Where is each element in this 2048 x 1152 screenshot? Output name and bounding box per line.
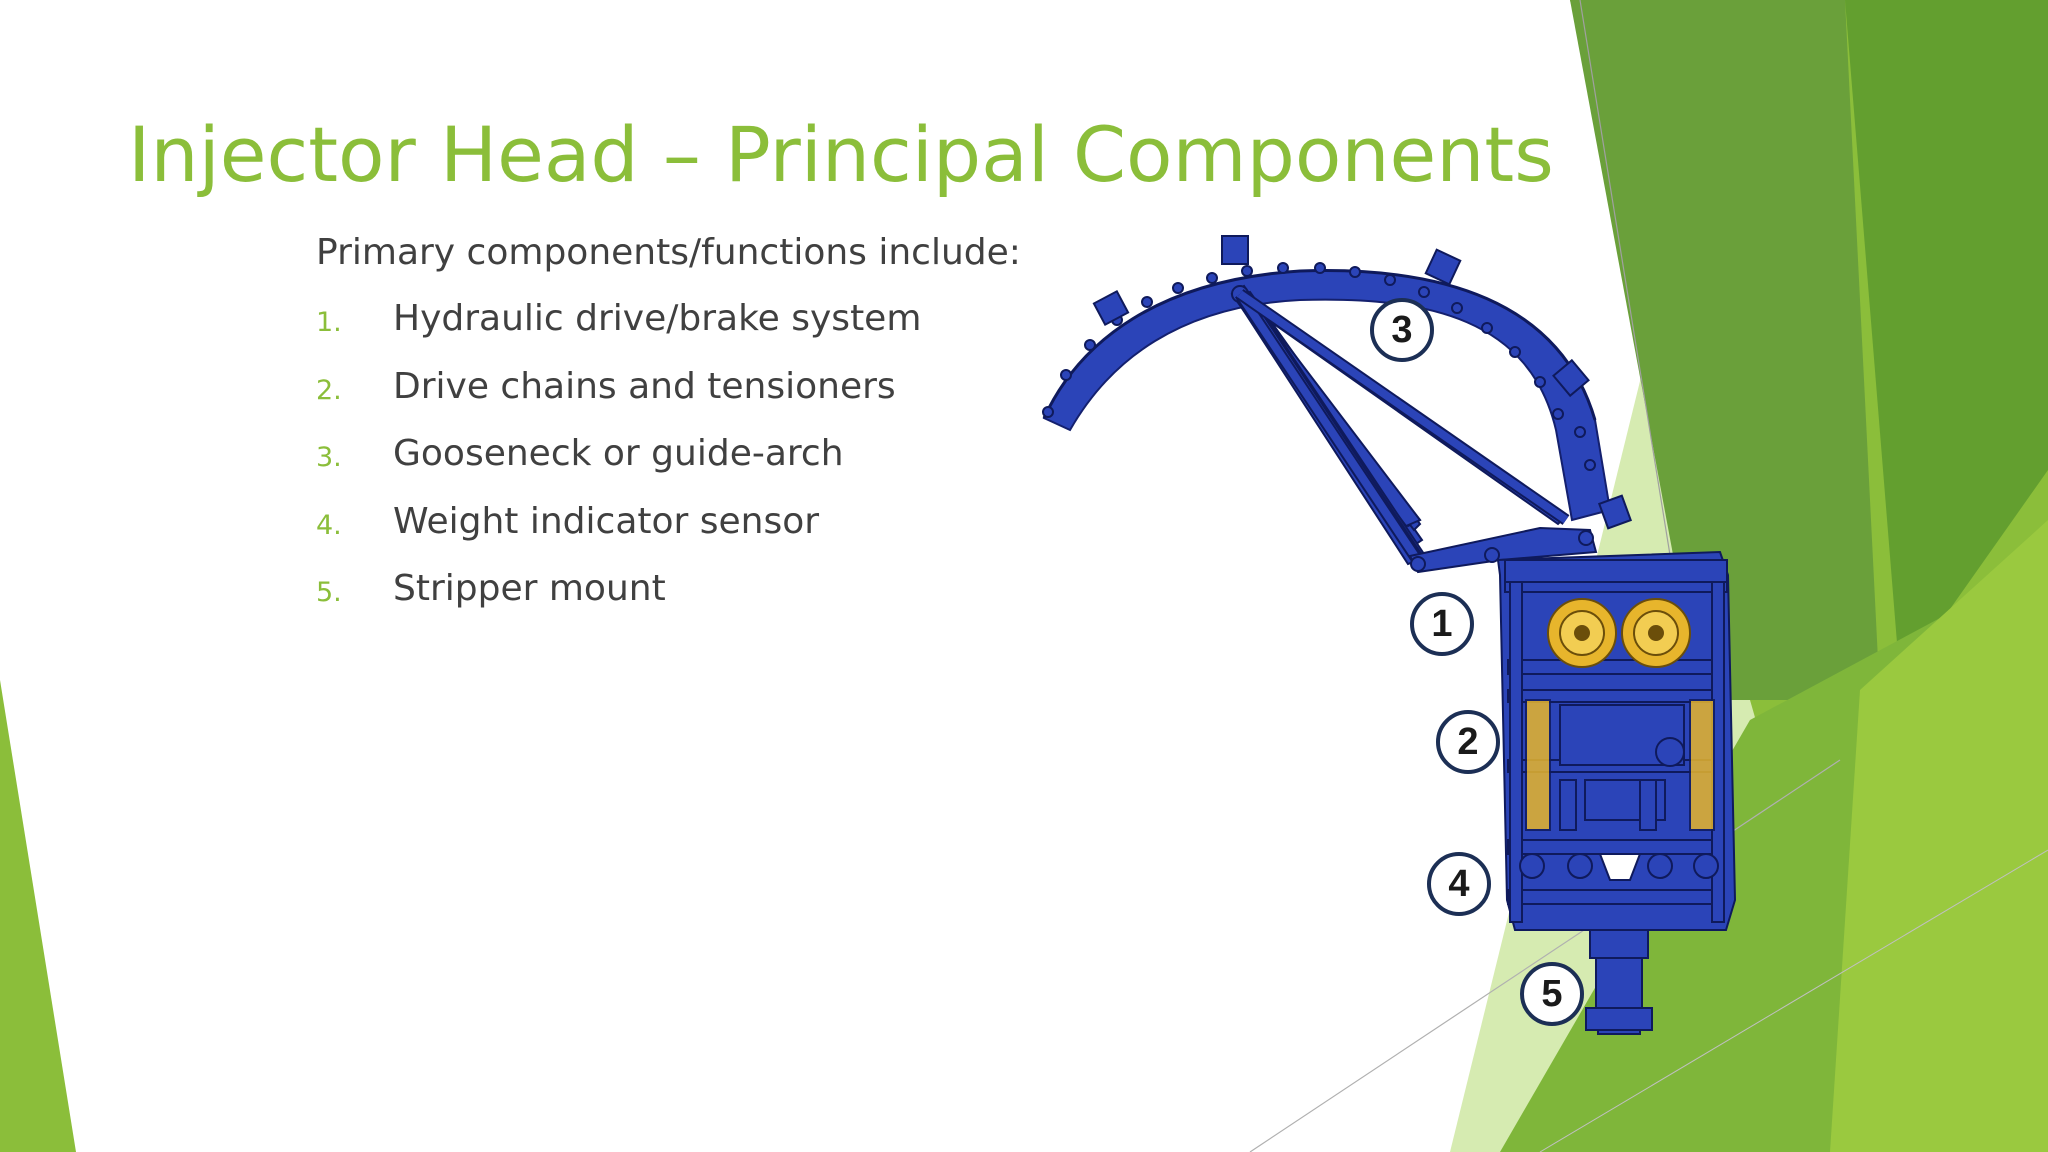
list-number: 2. bbox=[316, 374, 342, 406]
arch-brackets bbox=[1092, 235, 1633, 530]
list-label: Hydraulic drive/brake system bbox=[393, 298, 922, 339]
weight-indicator bbox=[1519, 853, 1719, 881]
list-number: 3. bbox=[316, 442, 342, 473]
chain-tensioners bbox=[1525, 699, 1715, 831]
list-number: 4. bbox=[316, 509, 342, 541]
callout-1: 1 bbox=[1410, 592, 1474, 656]
list-label: Drive chains and tensioners bbox=[393, 365, 896, 407]
arch-support-struts bbox=[1230, 284, 1598, 574]
callout-2: 2 bbox=[1436, 710, 1500, 774]
list-number: 5. bbox=[316, 577, 342, 608]
page-title: Injector Head – Principal Components bbox=[128, 110, 1554, 199]
bottom-facet-lime bbox=[1830, 520, 2048, 1152]
callout-3: 3 bbox=[1370, 298, 1434, 362]
arch-rollers bbox=[1042, 262, 1596, 471]
right-facet-deep bbox=[1845, 0, 2048, 680]
intro-text: Primary components/functions include: bbox=[316, 232, 1021, 273]
right-facet-dark bbox=[1570, 0, 1880, 700]
callout-5: 5 bbox=[1520, 962, 1584, 1026]
list-number: 1. bbox=[316, 307, 342, 338]
stripper-mount bbox=[1585, 929, 1653, 1035]
thin-line-3 bbox=[1539, 849, 2048, 1152]
thin-line-2 bbox=[1249, 759, 1841, 1152]
callout-4: 4 bbox=[1427, 852, 1491, 916]
drive-sprockets bbox=[1547, 598, 1691, 668]
injector-head-diagram bbox=[1042, 235, 1737, 1035]
left-green-strip bbox=[0, 680, 76, 1152]
list-label: Gooseneck or guide-arch bbox=[393, 433, 844, 474]
list-label: Stripper mount bbox=[393, 568, 666, 609]
list-label: Weight indicator sensor bbox=[393, 500, 820, 542]
